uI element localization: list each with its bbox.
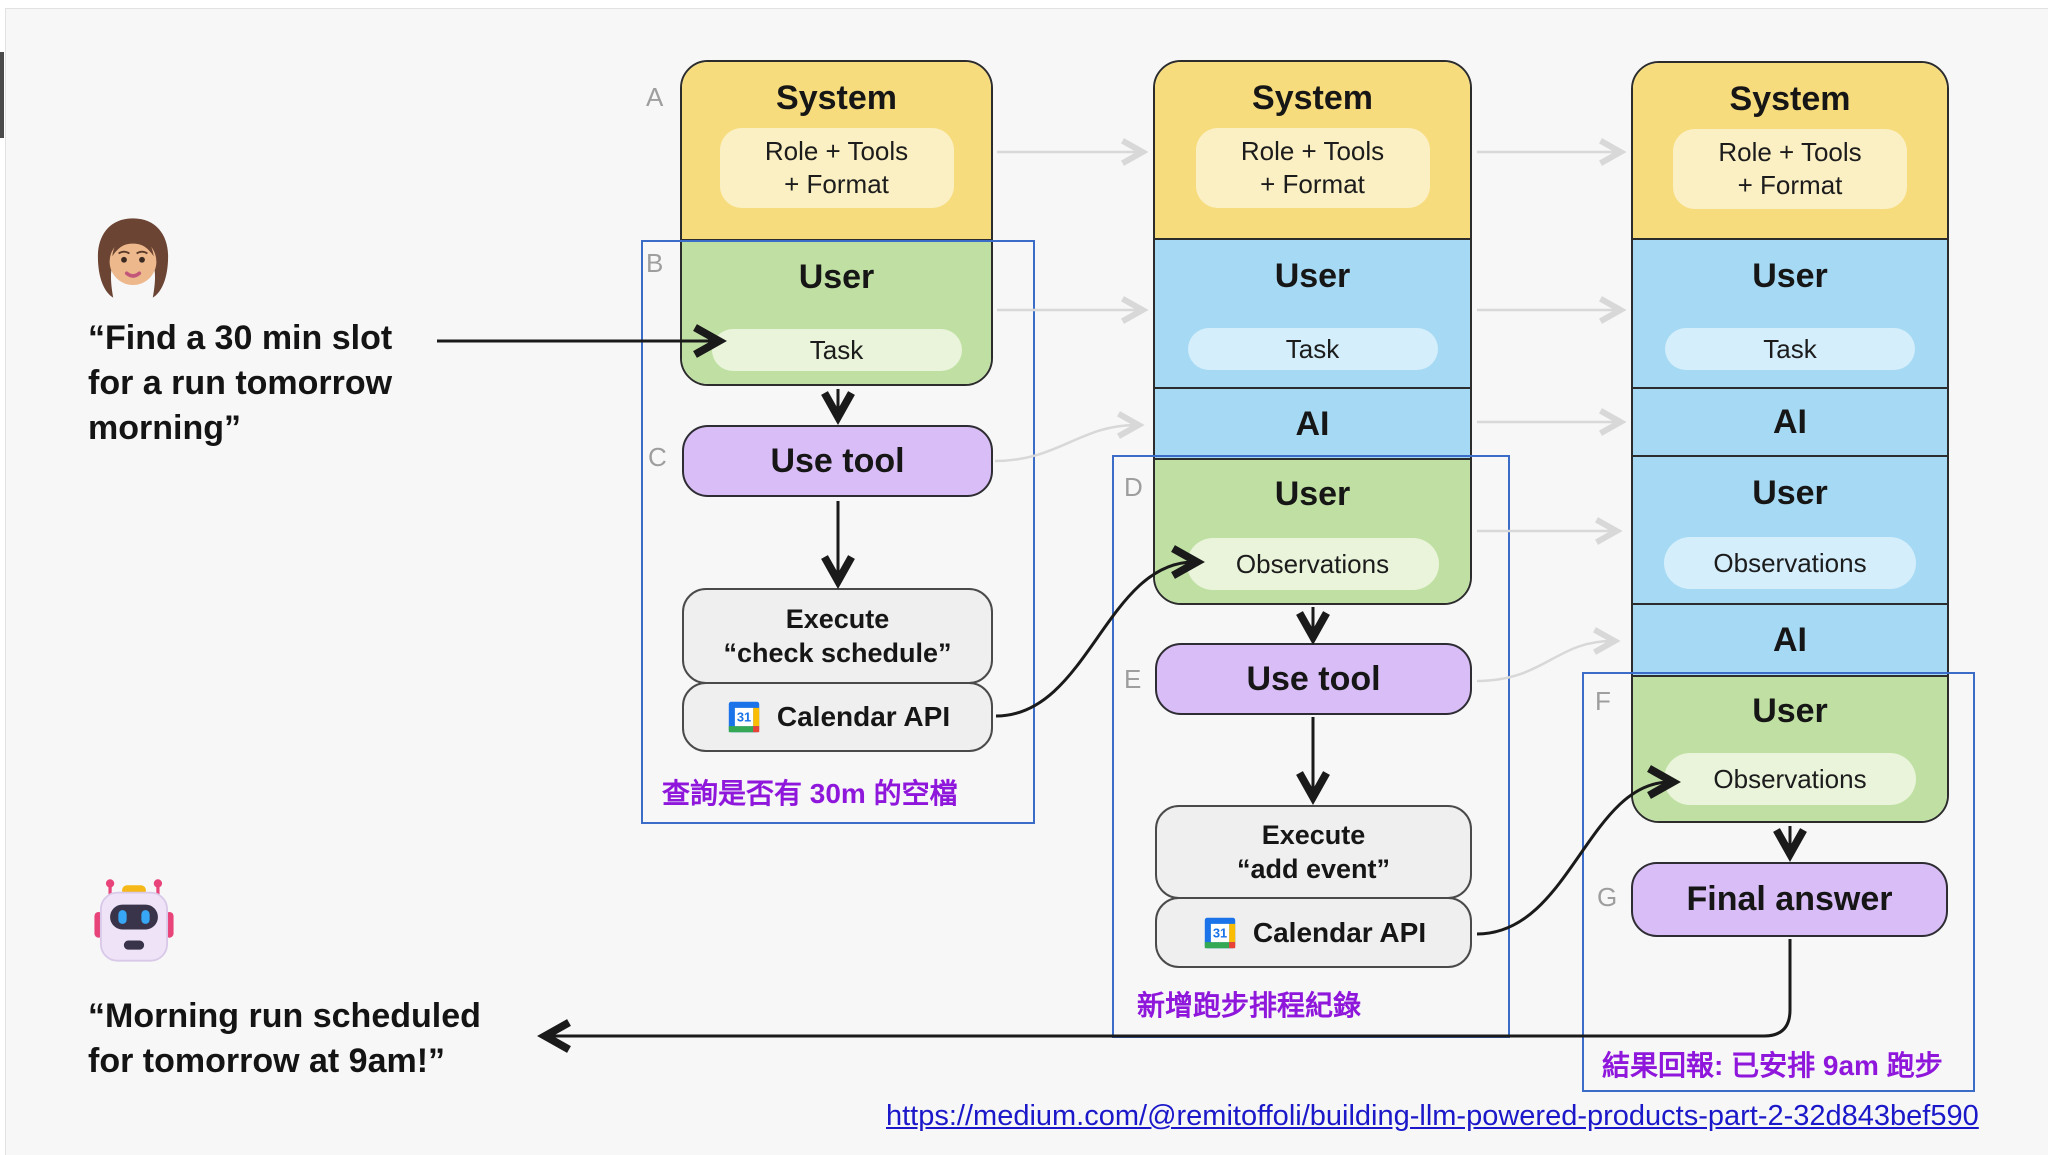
user-quote-line2: for a run tomorrow <box>88 364 393 402</box>
system-prompt-line2: + Format <box>784 169 889 199</box>
final-answer-box: Final answer <box>1631 862 1948 937</box>
robot-quote: “Morning run scheduled for tomorrow at 9… <box>88 994 481 1084</box>
execute-line1: Execute <box>1261 820 1366 850</box>
step-label-d: D <box>1124 472 1143 502</box>
task-pill: Task <box>1665 328 1915 370</box>
user-observations-section: User Observations <box>1155 458 1470 603</box>
observations-pill: Observations <box>1664 537 1916 589</box>
calendar-api-label: Calendar API <box>776 701 951 732</box>
calendar-day-number: 31 <box>737 710 751 725</box>
system-section: System Role + Tools + Format <box>1633 63 1947 238</box>
system-title: System <box>1252 79 1373 117</box>
ai-title: AI <box>1295 404 1330 443</box>
user-task-history-section: User Task <box>1155 238 1470 387</box>
system-prompt-pill: Role + Tools + Format <box>1195 128 1430 208</box>
task-pill: Task <box>711 329 962 371</box>
calendar-day-number: 31 <box>1213 925 1227 940</box>
robot-quote-line1: “Morning run scheduled <box>88 997 481 1035</box>
user-quote-line1: “Find a 30 min slot <box>88 319 393 357</box>
user-observations-history-section: User Observations <box>1633 455 1947 603</box>
ai-title: AI <box>1773 621 1807 659</box>
woman-emoji <box>97 218 169 298</box>
ai-section-2: AI <box>1633 603 1947 675</box>
system-prompt-line1: Role + Tools <box>1718 137 1862 167</box>
step-rect-first-turn <box>641 240 1035 824</box>
step-label-a: A <box>646 82 664 112</box>
system-prompt-pill: Role + Tools + Format <box>1673 129 1907 209</box>
annotation-step1: 查詢是否有 30m 的空檔 <box>662 778 958 809</box>
annotation-step2: 新增跑步排程紀錄 <box>1137 990 1362 1021</box>
user-title: User <box>1274 257 1351 295</box>
conversation-column-1: System Role + Tools + Format User Task <box>680 60 993 386</box>
conversation-column-3: System Role + Tools + Format User Task A… <box>1631 61 1949 823</box>
step-label-f: F <box>1595 686 1611 716</box>
system-prompt-line2: + Format <box>1737 170 1843 200</box>
user-observations-section: User Observations <box>1633 675 1947 821</box>
source-link-wrap: https://medium.com/@remitoffoli/building… <box>886 1100 1979 1133</box>
robot-quote-line2: for tomorrow at 9am!” <box>88 1042 446 1080</box>
annotation-step3: 結果回報: 已安排 9am 跑步 <box>1602 1050 1943 1081</box>
system-prompt-line1: Role + Tools <box>1240 136 1385 166</box>
step-rect-second-turn <box>1112 455 1510 1038</box>
user-title: User <box>1752 692 1828 730</box>
step-label-b: B <box>646 248 664 278</box>
system-prompt-line1: Role + Tools <box>764 136 909 166</box>
user-title: User <box>798 258 875 296</box>
task-pill: Task <box>1187 328 1438 370</box>
robot-emoji <box>94 879 174 962</box>
ai-section: AI <box>1155 387 1470 458</box>
user-task-history-section: User Task <box>1633 238 1947 387</box>
user-title: User <box>1752 474 1828 512</box>
system-prompt-line2: + Format <box>1260 169 1365 199</box>
ai-section: AI <box>1633 387 1947 455</box>
user-title: User <box>1752 257 1828 295</box>
observations-pill: Observations <box>1186 538 1439 590</box>
left-edge-marker <box>0 52 4 138</box>
step-label-c: C <box>648 442 667 472</box>
step-label-g: G <box>1597 882 1618 912</box>
calendar-api-box-1: 31 Calendar API <box>682 682 993 752</box>
conversation-column-2: System Role + Tools + Format User Task A… <box>1153 60 1472 605</box>
user-quote-line3: morning” <box>88 409 241 447</box>
system-title: System <box>1729 80 1851 118</box>
google-calendar-icon: 31 <box>728 701 760 733</box>
source-link[interactable]: https://medium.com/@remitoffoli/building… <box>886 1100 1979 1132</box>
use-tool-box-1: Use tool <box>682 425 993 497</box>
system-title: System <box>776 79 897 117</box>
ai-title: AI <box>1773 403 1807 441</box>
system-prompt-pill: Role + Tools + Format <box>719 128 954 208</box>
system-section: System Role + Tools + Format <box>1155 62 1470 238</box>
step-rect-final-turn <box>1582 672 1975 1092</box>
execute-add-event-box: Execute “add event” <box>1155 805 1472 899</box>
system-section: System Role + Tools + Format <box>682 62 991 239</box>
execute-line2: “add event” <box>1236 854 1391 884</box>
observations-pill: Observations <box>1664 753 1916 805</box>
step-label-e: E <box>1124 664 1142 694</box>
execute-line2: “check schedule” <box>723 638 952 668</box>
execute-line1: Execute <box>785 604 890 634</box>
user-title: User <box>1274 475 1351 513</box>
execute-check-schedule-box: Execute “check schedule” <box>682 588 993 684</box>
user-quote: “Find a 30 min slot for a run tomorrow m… <box>88 316 392 451</box>
